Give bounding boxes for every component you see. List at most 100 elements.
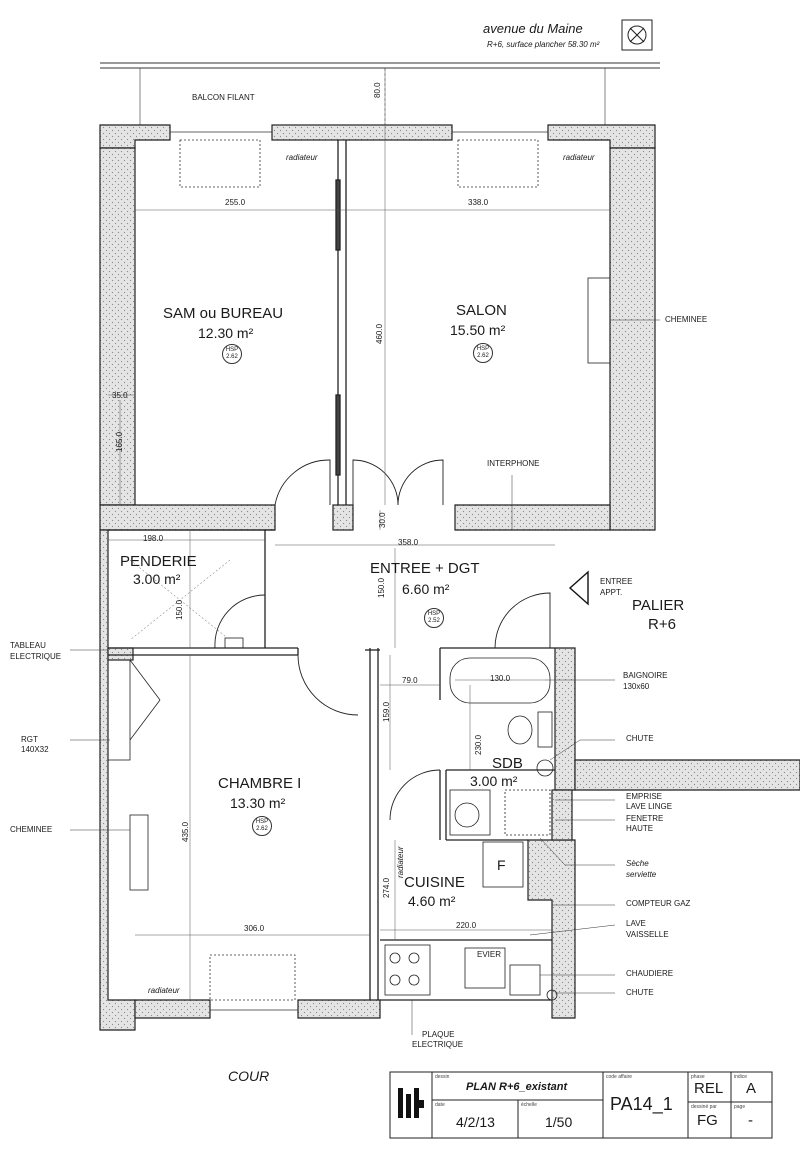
baignoire-size: 130x60 (623, 682, 650, 691)
room-area-chambre: 13.30 m² (230, 795, 286, 811)
room-area-salon: 15.50 m² (450, 322, 506, 338)
room-name-entree: ENTREE + DGT (370, 560, 480, 577)
street-name: avenue du Maine (483, 21, 583, 36)
hsp-value: 2.52 (428, 617, 440, 624)
tableau-label: TABLEAU (10, 641, 46, 650)
radiator-label-salon: radiateur (563, 153, 595, 162)
dim-salon-width: 338.0 (468, 198, 489, 207)
room-area-sdb: 3.00 m² (470, 773, 518, 789)
balcony-label: BALCON FILANT (192, 93, 255, 102)
indice-label: indice (734, 1074, 748, 1080)
dim-159: 159.0 (382, 701, 391, 722)
room-name-sdb: SDB (492, 755, 523, 772)
dim-35: 35.0 (112, 391, 128, 400)
entry-arrow-icon (568, 570, 589, 606)
walls (99, 124, 800, 1031)
room-area-entree: 6.60 m² (402, 581, 450, 597)
leader-lines (70, 319, 660, 1035)
date-label: date (435, 1102, 445, 1108)
drawn-by-value: FG (697, 1112, 718, 1129)
f-label: F (497, 857, 506, 873)
dim-165: 165.0 (115, 431, 124, 452)
room-area-penderie: 3.00 m² (133, 571, 181, 587)
room-area-sam: 12.30 m² (198, 325, 254, 341)
dim-cuisine-width: 220.0 (456, 921, 477, 930)
cour-label: COUR (228, 1068, 270, 1084)
chute-label-sdb: CHUTE (626, 734, 654, 743)
orientation-icon (621, 19, 653, 51)
fixtures (107, 277, 611, 1001)
dim-upper-depth: 460.0 (375, 323, 384, 344)
hsp-value: 2.62 (256, 825, 268, 832)
company-logo (398, 1088, 424, 1118)
dim-penderie-depth: 150.0 (175, 599, 184, 620)
dim-chambre-depth: 435.0 (181, 821, 190, 842)
dim-30: 30.0 (378, 512, 387, 528)
dessine-label: dessiné par (691, 1104, 717, 1110)
code-label: code affaire (606, 1074, 633, 1080)
room-name-cuisine: CUISINE (404, 874, 465, 891)
dim-bath: 130.0 (490, 674, 511, 683)
dessin-label: dessin (435, 1074, 450, 1080)
dim-chambre-width: 306.0 (244, 924, 265, 933)
plan-subtitle: R+6, surface plancher 58.30 m² (487, 40, 600, 49)
palier-label: PALIER (632, 597, 685, 614)
seche-label-2: serviette (626, 870, 657, 879)
phase-label: phase (691, 1074, 705, 1080)
radiator-label-chambre: radiateur (148, 986, 180, 995)
plaque-label: PLAQUE (422, 1030, 455, 1039)
chaudiere-label: CHAUDIERE (626, 969, 674, 978)
hsp-value: 2.62 (226, 353, 238, 360)
evier-label: EVIER (477, 950, 502, 959)
tableau-label-2: ELECTRIQUE (10, 652, 62, 661)
seche-label: Sèche (626, 859, 649, 868)
emprise-label-2: LAVE LINGE (626, 802, 673, 811)
drawing-scale: 1/50 (545, 1114, 573, 1130)
interphone-label: INTERPHONE (487, 459, 540, 468)
dim-balcony-depth: 80.0 (373, 82, 382, 98)
entree-appt-label: ENTREE (600, 577, 633, 586)
hsp-label: HSP (476, 346, 490, 352)
radiator-label-cuisine: radiateur (396, 846, 405, 878)
room-name-salon: SALON (456, 302, 507, 319)
windows (170, 131, 548, 1011)
lave-vaisselle-label: LAVE (626, 919, 646, 928)
room-name-penderie: PENDERIE (120, 553, 197, 570)
hsp-label: HSP (255, 819, 269, 825)
fenetre-label: FENETRE (626, 814, 664, 823)
entree-appt-label-2: APPT. (600, 588, 623, 597)
hsp-value: 2.62 (477, 352, 489, 359)
project-code: PA14_1 (610, 1094, 673, 1114)
page-label: page (734, 1104, 746, 1110)
rgt-label: RGT (21, 735, 38, 744)
partitions (108, 140, 555, 1001)
cheminee-label-salon: CHEMINEE (665, 315, 708, 324)
room-name-chambre: CHAMBRE I (218, 775, 302, 792)
cheminee-label-chambre: CHEMINEE (10, 825, 53, 834)
emprise-label: EMPRISE (626, 792, 663, 801)
phase-value: REL (694, 1080, 724, 1097)
dim-79: 79.0 (402, 676, 418, 685)
drawing-title: PLAN R+6_existant (466, 1081, 568, 1093)
hsp-label: HSP (225, 347, 239, 353)
door-swings (214, 459, 551, 821)
dim-274: 274.0 (382, 877, 391, 898)
indice-value: A (746, 1080, 757, 1097)
fenetre-label-2: HAUTE (626, 824, 654, 833)
dim-penderie-width: 198.0 (143, 534, 164, 543)
palier-level: R+6 (648, 616, 676, 633)
dim-sam-width: 255.0 (225, 198, 246, 207)
room-name-sam: SAM ou BUREAU (163, 305, 284, 322)
compteur-label: COMPTEUR GAZ (626, 899, 691, 908)
drawing-date: 4/2/13 (456, 1114, 495, 1130)
title-block-frame (389, 1071, 773, 1139)
baignoire-label: BAIGNOIRE (623, 671, 668, 680)
dimension-lines (108, 68, 610, 1000)
plaque-label-2: ELECTRIQUE (412, 1040, 464, 1049)
chute-label-cuisine: CHUTE (626, 988, 654, 997)
